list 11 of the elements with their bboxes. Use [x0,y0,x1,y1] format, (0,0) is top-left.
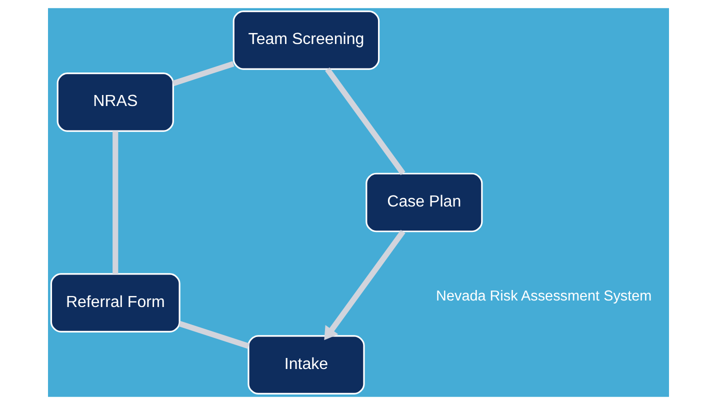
node-box: Referral Form [50,273,180,333]
node-box: Intake [248,335,365,395]
connector [112,131,118,274]
node-box: Team Screening [232,10,380,70]
node-box: Case Plan [366,172,483,232]
label: Nevada Risk Assessment System [436,288,652,305]
arrow [324,230,406,340]
connector [325,68,406,176]
node-box: NRAS [56,72,174,132]
connector [172,61,234,86]
connector [178,321,250,349]
